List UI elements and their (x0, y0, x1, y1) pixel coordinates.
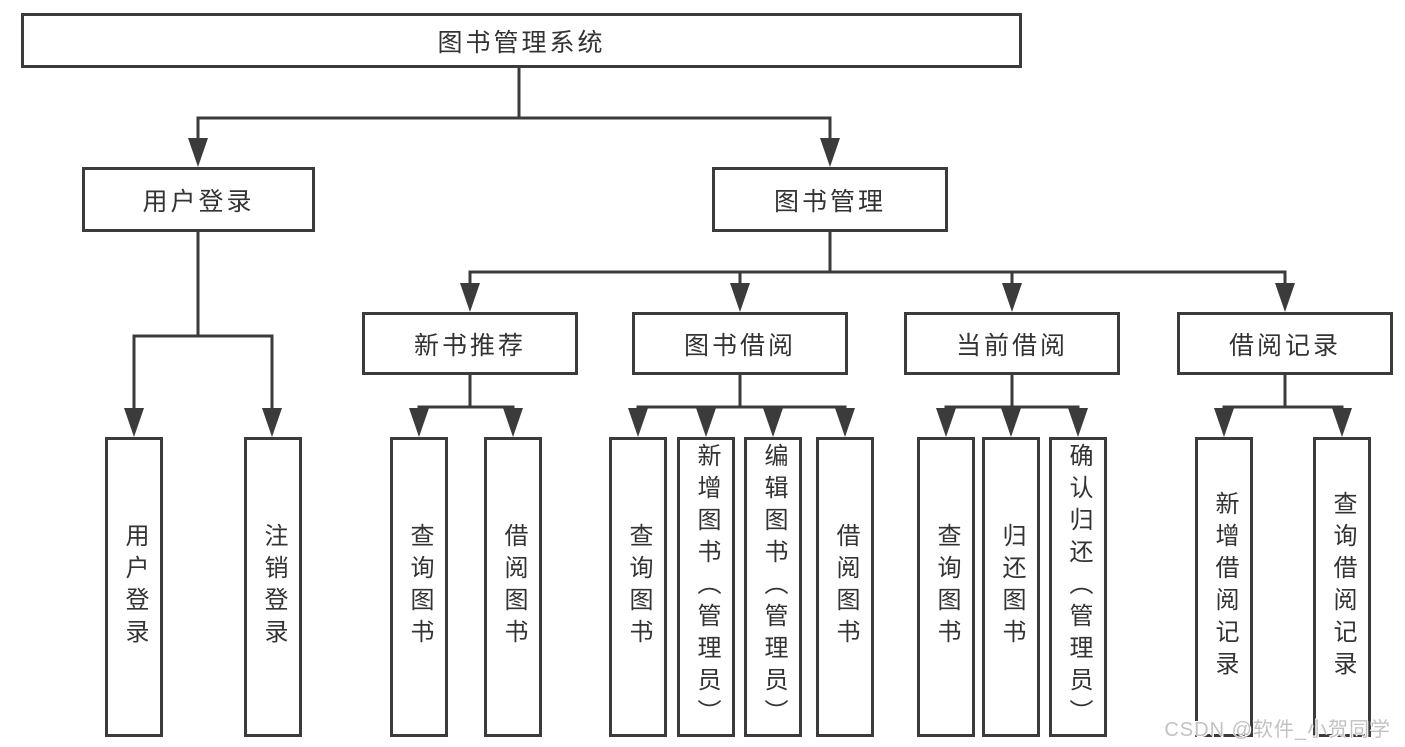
node-book-borrow-label: 图书借阅 (683, 331, 796, 360)
leaf-query-books-3-label: 查询图书 (933, 523, 960, 651)
node-book-management: 图书管理 (712, 167, 948, 232)
leaf-add-borrow-record-label: 新增借阅记录 (1211, 491, 1238, 683)
leaf-borrow-books-1-label: 借阅图书 (500, 523, 527, 651)
leaf-query-borrow-record: 查询借阅记录 (1313, 437, 1371, 737)
node-borrow-records: 借阅记录 (1177, 312, 1393, 375)
leaf-add-books-admin-label: 新增图书（管理员） (693, 443, 720, 731)
node-user-login: 用户登录 (82, 167, 315, 232)
leaf-query-books-2: 查询图书 (609, 437, 667, 737)
leaf-query-borrow-record-label: 查询借阅记录 (1329, 491, 1356, 683)
node-borrow-records-label: 借阅记录 (1228, 331, 1341, 360)
leaf-logout-label: 注销登录 (260, 523, 287, 651)
leaf-add-books-admin: 新增图书（管理员） (677, 437, 735, 737)
node-book-borrow: 图书借阅 (632, 312, 848, 375)
leaf-user-login-label: 用户登录 (121, 523, 148, 651)
leaf-return-books: 归还图书 (982, 437, 1040, 737)
leaf-return-books-label: 归还图书 (998, 523, 1025, 651)
csdn-watermark: CSDN @软件_小贺同学 (1164, 719, 1391, 741)
leaf-add-borrow-record: 新增借阅记录 (1195, 437, 1253, 737)
leaf-query-books-1: 查询图书 (390, 437, 448, 737)
leaf-borrow-books-2: 借阅图书 (816, 437, 874, 737)
node-user-login-label: 用户登录 (142, 187, 255, 216)
leaf-edit-books-admin: 编辑图书（管理员） (744, 437, 802, 737)
leaf-edit-books-admin-label: 编辑图书（管理员） (760, 443, 787, 731)
leaf-user-login: 用户登录 (105, 437, 163, 737)
leaf-confirm-return-admin: 确认归还（管理员） (1049, 437, 1107, 737)
leaf-query-books-2-label: 查询图书 (625, 523, 652, 651)
leaf-query-books-3: 查询图书 (917, 437, 975, 737)
leaf-query-books-1-label: 查询图书 (406, 523, 433, 651)
node-new-book-recommend: 新书推荐 (362, 312, 578, 375)
leaf-borrow-books-1: 借阅图书 (484, 437, 542, 737)
leaf-confirm-return-admin-label: 确认归还（管理员） (1065, 443, 1092, 731)
node-book-management-label: 图书管理 (773, 187, 886, 216)
arrowheads (124, 138, 1352, 437)
node-root: 图书管理系统 (21, 13, 1022, 68)
node-current-borrow: 当前借阅 (904, 312, 1120, 375)
leaf-borrow-books-2-label: 借阅图书 (832, 523, 859, 651)
leaf-logout: 注销登录 (244, 437, 302, 737)
node-new-book-recommend-label: 新书推荐 (413, 331, 526, 360)
node-current-borrow-label: 当前借阅 (955, 331, 1068, 360)
node-root-label: 图书管理系统 (437, 28, 606, 57)
